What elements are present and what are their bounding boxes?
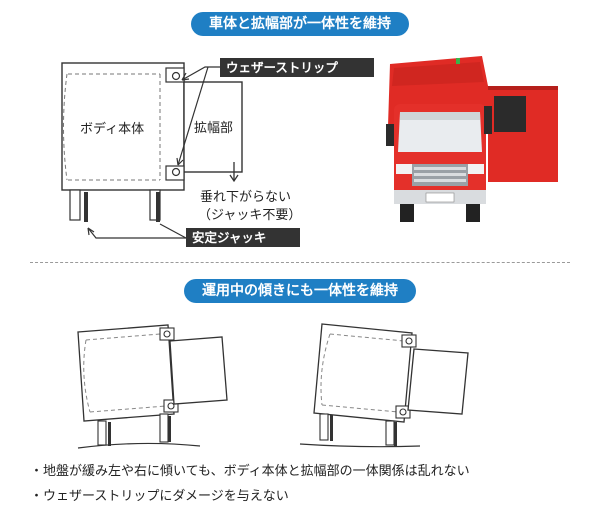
tilt-diagram-left bbox=[77, 324, 228, 449]
tilt-diagram-right bbox=[299, 323, 469, 448]
seal-top bbox=[165, 67, 185, 83]
bullet-item: ・ウェザーストリップにダメージを与えない bbox=[30, 489, 289, 504]
arrow-up-left-icon bbox=[181, 66, 220, 81]
arrow-jack-right bbox=[159, 223, 187, 239]
truck-photo bbox=[386, 56, 558, 222]
section2-title: 運用中の傾きにも一体性を維持 bbox=[184, 279, 416, 303]
body-dashed-left bbox=[63, 73, 68, 181]
section-divider bbox=[30, 262, 570, 263]
extension-box bbox=[183, 81, 243, 173]
arrow-left-icon bbox=[87, 227, 186, 239]
section1-title: 車体と拡幅部が一体性を維持 bbox=[191, 12, 409, 36]
no-jack-label: （ジャッキ不要） bbox=[198, 208, 302, 223]
no-sag-label: 垂れ下がらない bbox=[200, 190, 292, 205]
weather-strip-label: ウェザーストリップ bbox=[220, 58, 374, 77]
extension-label: 拡幅部 bbox=[194, 121, 234, 136]
leg-left bbox=[69, 189, 81, 221]
jack-left bbox=[84, 192, 88, 222]
bullet-item: ・地盤が緩み左や右に傾いても、ボディ本体と拡幅部の一体関係は乱れない bbox=[30, 464, 470, 479]
seal-bottom bbox=[165, 165, 185, 181]
jack-label: 安定ジャッキ bbox=[186, 228, 300, 247]
body-box bbox=[61, 62, 185, 191]
arrow-strip-bottom bbox=[177, 66, 209, 166]
body-label: ボディ本体 bbox=[80, 122, 145, 137]
jack-right bbox=[156, 192, 160, 222]
bullet-list: ・地盤が緩み左や右に傾いても、ボディ本体と拡幅部の一体関係は乱れない ・ウェザー… bbox=[30, 459, 470, 509]
